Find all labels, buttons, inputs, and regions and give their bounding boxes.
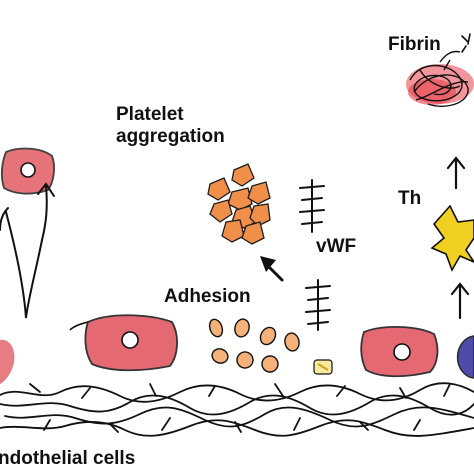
detachment-arrow xyxy=(0,182,55,319)
subendothelial-fibers xyxy=(0,382,474,437)
aggregated-platelets xyxy=(207,163,271,245)
fibrin-clot xyxy=(406,50,474,107)
endothelial-cell-right xyxy=(360,326,439,378)
thrombin-to-fibrin-arrow xyxy=(446,156,466,190)
aggregated-platelet xyxy=(247,181,271,205)
vwf-strand-lower xyxy=(305,279,331,331)
aggregated-platelet xyxy=(249,203,271,227)
aggregated-platelet xyxy=(241,221,265,245)
cell-to-thrombin-arrow xyxy=(450,282,470,320)
vwf-label: vWF xyxy=(316,236,357,257)
aggregated-platelet xyxy=(231,163,255,187)
thrombin-label: Th xyxy=(398,188,422,209)
aggregated-platelet xyxy=(207,177,231,201)
endothelial-cell-middle xyxy=(69,314,178,372)
adhesion-to-aggregation-arrow xyxy=(260,256,284,282)
adhesion-label: Adhesion xyxy=(164,286,251,307)
fibrin-label: Fibrin xyxy=(388,34,441,55)
adhesion-platelet xyxy=(211,348,229,364)
thrombin-star xyxy=(430,204,474,272)
aggregated-platelet xyxy=(221,219,245,243)
platelet-aggregation-label-line1: Platelet xyxy=(116,104,184,125)
adhesion-platelets xyxy=(208,318,300,373)
endothelial-cell-detached xyxy=(0,147,55,195)
collagen-marker xyxy=(313,359,333,375)
adhesion-platelet xyxy=(208,318,224,338)
adhesion-platelet xyxy=(261,355,279,373)
platelet-aggregation-label-line2: aggregation xyxy=(116,126,225,147)
endothelial-cell-left-edge xyxy=(0,339,15,384)
fibrinogen-marks xyxy=(461,33,471,53)
blue-cell-right-edge xyxy=(456,335,474,379)
aggregated-platelet xyxy=(209,199,233,223)
adhesion-platelet xyxy=(234,318,250,338)
adhesion-platelet xyxy=(284,332,300,352)
vwf-strand-upper xyxy=(299,179,325,233)
adhesion-platelet xyxy=(259,326,277,346)
endothelial-cells-label: ndothelial cells xyxy=(0,448,136,469)
adhesion-platelet xyxy=(236,351,254,369)
